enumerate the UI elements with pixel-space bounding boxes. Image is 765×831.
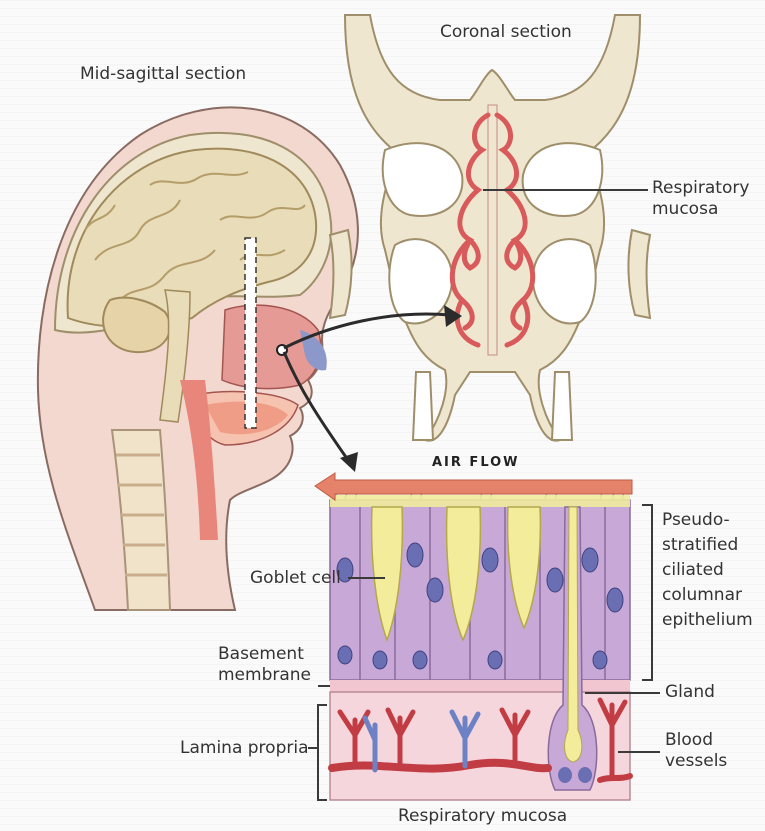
right-cheek-bone	[628, 230, 650, 318]
gland-label: Gland	[665, 682, 715, 703]
basement-membrane-label: Basement membrane	[218, 644, 311, 686]
coronal-cut-marker	[245, 238, 256, 428]
histology-block	[315, 473, 632, 800]
goblet-cell-label: Goblet cell	[250, 568, 341, 589]
air-flow-label: AIR FLOW	[432, 452, 520, 473]
basement-membrane-layer	[330, 680, 630, 692]
right-tooth	[552, 372, 572, 440]
left-cheek-bone	[330, 230, 352, 318]
respiratory-mucosa-bottom-title: Respiratory mucosa	[398, 806, 567, 827]
mid-sagittal-title: Mid-sagittal section	[80, 64, 246, 85]
respiratory-mucosa-label: Respiratory mucosa	[652, 178, 749, 220]
mucus-layer	[330, 495, 630, 507]
right-orbit	[523, 143, 603, 216]
left-orbit	[383, 143, 463, 216]
nasal-septum	[488, 105, 497, 355]
coronal-title: Coronal section	[440, 22, 572, 43]
left-tooth	[413, 372, 433, 440]
blood-vessels-label: Blood vessels	[665, 730, 727, 772]
lamina-propria-label: Lamina propria	[180, 738, 309, 759]
pseudostratified-label: Pseudo- stratified ciliated columnar epi…	[662, 508, 753, 633]
